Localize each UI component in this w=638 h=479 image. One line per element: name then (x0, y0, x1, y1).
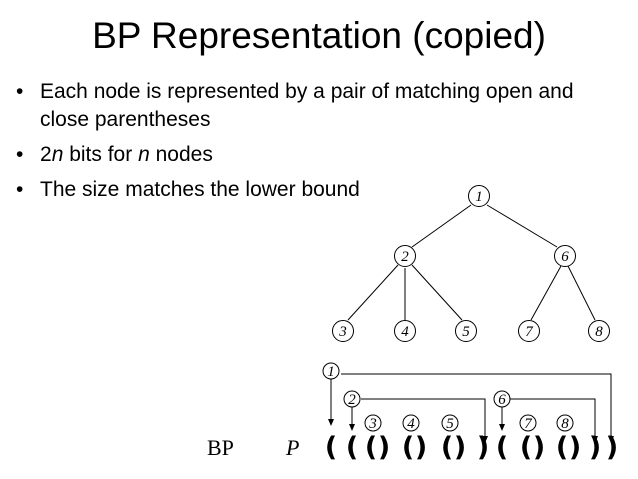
tree-node-label: 3 (338, 324, 347, 340)
paren-char: ) (606, 432, 618, 463)
tree-node: 4 (394, 320, 416, 342)
bullet-text-var: n (51, 143, 64, 166)
paren-marker-label: 6 (498, 392, 506, 408)
bullet-item: The size matches the lower bound (14, 176, 614, 204)
tree-node: 8 (588, 320, 610, 342)
arrowhead (482, 436, 488, 443)
paren-marker-label: 2 (348, 392, 356, 408)
tree-node: 6 (554, 245, 576, 267)
tree-edge (567, 265, 596, 321)
paren-marker: 4 (402, 414, 420, 432)
bullet-text-var: n (138, 143, 150, 166)
paren-marker: 6 (493, 390, 511, 408)
paren-marker: 2 (343, 390, 361, 408)
paren-connectors (330, 373, 612, 437)
arrowhead (349, 424, 355, 431)
tree-edge (411, 264, 463, 321)
paren-marker-label: 4 (407, 416, 415, 432)
tree-node: 2 (394, 245, 416, 267)
paren-marker-label: 1 (327, 364, 335, 380)
p-label: P (285, 435, 299, 460)
paren-marker-circle (493, 390, 511, 408)
tree-node-label: 5 (462, 324, 470, 340)
paren-char: ) (415, 432, 427, 463)
paren-marker-circle (402, 414, 420, 432)
paren-marker-circle (343, 390, 361, 408)
connector-6-bracket (510, 398, 596, 437)
tree-edge (530, 265, 562, 321)
arrowhead (499, 424, 505, 431)
paren-char: ( (325, 432, 337, 463)
paren-marker: 7 (519, 414, 537, 432)
paren-marker-label: 5 (446, 416, 454, 432)
paren-marker-label: 3 (368, 416, 377, 432)
tree-edge (347, 264, 399, 321)
tree-edge (486, 204, 558, 248)
paren-marker-circle (519, 414, 537, 432)
tree-node: 5 (455, 320, 477, 342)
tree-node-circle (554, 245, 576, 267)
bullet-text-post: nodes (149, 143, 213, 166)
tree-node-label: 6 (561, 249, 569, 265)
paren-char: ( (556, 432, 568, 463)
bullet-item: Each node is represented by a pair of ma… (14, 78, 614, 134)
paren-string: ( ( ( ) ( ) ( ) ) ( ( ) ( ) ) ) (325, 432, 618, 463)
arrowhead (608, 436, 614, 443)
bp-label: BP (207, 435, 234, 460)
paren-char: ( (441, 432, 453, 463)
paren-marker: 1 (322, 362, 340, 380)
paren-marker: 5 (441, 414, 459, 432)
paren-char: ( (346, 432, 358, 463)
paren-char: ( (402, 432, 414, 463)
tree-node-circle (518, 320, 540, 342)
bullet-text: Each node is represented by a pair of ma… (40, 80, 574, 131)
bullet-list: Each node is represented by a pair of ma… (14, 78, 614, 211)
tree-node-circle (332, 320, 354, 342)
bullet-text-mid: bits for (63, 143, 139, 166)
tree-node-circle (468, 185, 490, 207)
tree-node: 1 (468, 185, 490, 207)
paren-char: ) (477, 432, 489, 463)
paren-char: ) (378, 432, 390, 463)
tree-node-circle (394, 320, 416, 342)
slide-title: BP Representation (copied) (92, 15, 546, 56)
paren-char: ) (533, 432, 545, 463)
tree-node-label: 1 (475, 189, 483, 205)
tree-node-circle (588, 320, 610, 342)
tree-node-circle (455, 320, 477, 342)
paren-marker-circle (364, 414, 382, 432)
paren-marker-circle (322, 362, 340, 380)
paren-char: ( (496, 432, 508, 463)
paren-marker-circle (556, 414, 574, 432)
paren-marker: 8 (556, 414, 574, 432)
arrowhead (592, 436, 598, 443)
paren-char: ) (589, 432, 601, 463)
tree-node-label: 8 (595, 324, 603, 340)
paren-char: ) (569, 432, 581, 463)
connector-2-bracket (361, 398, 486, 437)
connector-1-bracket (341, 373, 612, 437)
bullet-text: The size matches the lower bound (40, 178, 360, 201)
paren-char: ( (365, 432, 377, 463)
paren-char: ) (454, 432, 466, 463)
tree-node-label: 7 (525, 324, 534, 340)
paren-marker-label: 8 (561, 416, 569, 432)
tree-edges (347, 204, 596, 321)
tree-node: 7 (518, 320, 540, 342)
bullet-item: 2n bits for n nodes (14, 141, 614, 169)
paren-marker-label: 7 (524, 416, 533, 432)
paren-marker-circle (441, 414, 459, 432)
tree-node-circle (394, 245, 416, 267)
paren-char: ( (520, 432, 532, 463)
tree-node-label: 4 (401, 324, 409, 340)
tree-edge (411, 204, 472, 248)
paren-marker: 3 (364, 414, 382, 432)
tree-node: 3 (332, 320, 354, 342)
connector-arrowheads (328, 419, 614, 443)
tree-node-label: 2 (401, 249, 409, 265)
bullet-text-pre: 2 (40, 143, 52, 166)
arrowhead (328, 419, 334, 426)
